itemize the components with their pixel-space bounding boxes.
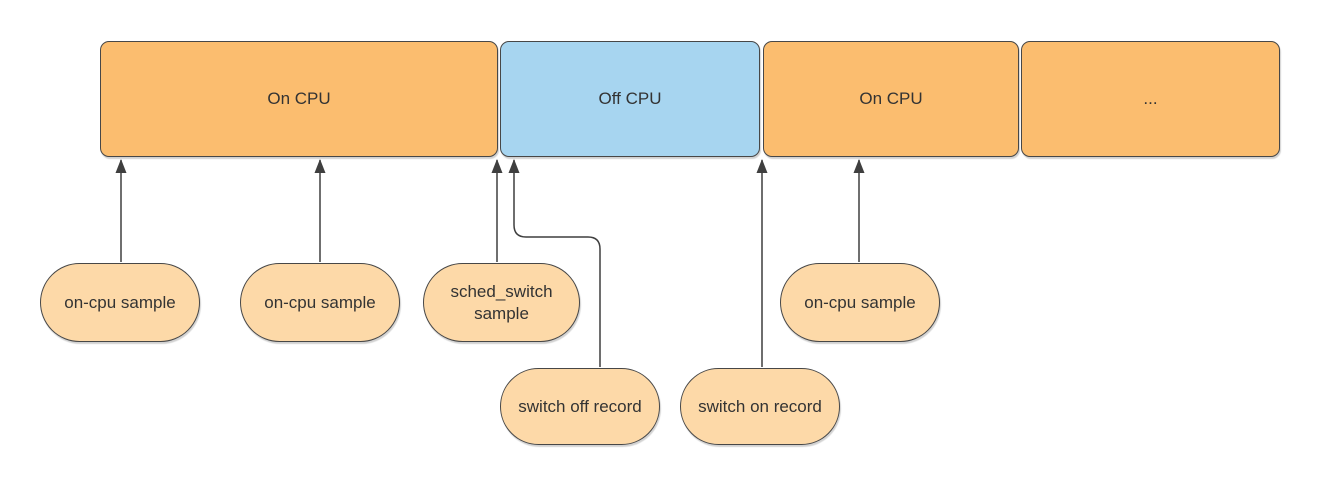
timeline-segment-on-cpu-2: On CPU: [763, 41, 1019, 157]
timeline-segment-ellipsis: ...: [1021, 41, 1280, 157]
annotation-switch-on-record: switch on record: [680, 368, 840, 445]
annotation-label: switch on record: [698, 396, 822, 416]
segment-label: On CPU: [267, 89, 331, 108]
annotation-label: on-cpu sample: [64, 292, 176, 312]
annotation-on-cpu-sample-1: on-cpu sample: [40, 263, 200, 342]
segment-label: ...: [1143, 89, 1158, 108]
annotation-label: on-cpu sample: [264, 292, 376, 312]
segment-label: Off CPU: [598, 89, 662, 108]
annotation-label: sched_switch sample: [450, 282, 553, 323]
segment-label: On CPU: [859, 89, 923, 108]
annotation-label: on-cpu sample: [804, 292, 916, 312]
annotation-switch-off-record: switch off record: [500, 368, 660, 445]
timeline-segment-off-cpu: Off CPU: [500, 41, 760, 157]
annotation-sched-switch-sample: sched_switch sample: [423, 263, 580, 342]
annotation-on-cpu-sample-3: on-cpu sample: [780, 263, 940, 342]
timeline-segment-on-cpu-1: On CPU: [100, 41, 498, 157]
annotation-on-cpu-sample-2: on-cpu sample: [240, 263, 400, 342]
annotation-label: switch off record: [518, 396, 642, 416]
